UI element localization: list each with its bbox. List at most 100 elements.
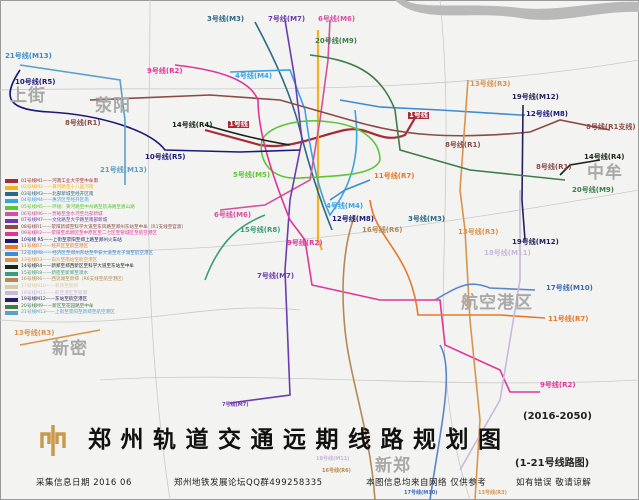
line-21 [19, 64, 126, 185]
line-label: 9号线(R2) [147, 67, 183, 75]
line-label: 14号线(R4) [172, 121, 213, 129]
line-17 [429, 283, 536, 500]
line-label: 11号线(R7) [374, 172, 415, 180]
legend-item: 13号线R3——白沙至南站至航空港区 [5, 257, 210, 264]
line-label: 13号线(R3) [470, 80, 511, 88]
legend-text: 21号线M13——上街至荥阳至新郑至航空港区 [21, 310, 115, 316]
legend-text: 03号线M3——北部新城至经开区南 [21, 191, 94, 197]
line-label: 13号线(R3) [478, 490, 507, 496]
line-label: 1号线 [228, 120, 249, 128]
road [0, 307, 301, 323]
area-label-xinmi: 新密 [52, 339, 88, 359]
line-label: 13号线(R3) [458, 228, 499, 236]
footer-apology: 如有错误 敬请谅解 [516, 478, 592, 488]
line-label: 10号线(R5) [15, 78, 56, 86]
line-19 [521, 104, 526, 241]
legend-text: 16号线R6——西流湖至新郑（R6支线至航空港区） [21, 277, 127, 283]
line-label: 8号线(R1支线) [586, 123, 636, 131]
legend-swatch [5, 199, 18, 204]
area-label-shangjie: 上街 [10, 86, 46, 106]
line-label: 14号线(R4) [584, 153, 625, 161]
legend-swatch [5, 284, 18, 289]
legend-text: 15号线R8——新密至新郑至须水 [21, 270, 89, 276]
area-label-zhongmou: 中牟 [587, 163, 623, 183]
legend-swatch [5, 232, 18, 237]
line-label: 8号线(R1) [445, 141, 481, 149]
legend-text: 02号线M2——黄河路至十八里河南 [21, 185, 94, 191]
line-label: 3号线(M3) [408, 215, 446, 223]
road [0, 59, 639, 91]
line-6 [219, 19, 331, 211]
legend-swatch [5, 225, 18, 230]
line-12 [329, 99, 525, 201]
legend-text: 13号线R3——白沙至南站至航空港区 [21, 257, 98, 263]
line-10 [9, 69, 301, 153]
legend-item: 07号线M7——文化路至大学路至南部新城 [5, 218, 210, 225]
line-label: 1号线 [408, 111, 429, 119]
line-label: 12号线(M8) [332, 215, 374, 223]
legend-swatch [5, 238, 18, 243]
legend-swatch [5, 179, 18, 184]
line-5 [260, 120, 381, 179]
legend-text: 10号线 R5——上街至荥阳至郑上路至郑州火车站 [21, 237, 122, 243]
line-label: 4号线(M4) [326, 202, 364, 210]
line-label: 17号线(M10) [546, 284, 593, 292]
line-label: 9号线(R2) [540, 381, 576, 389]
legend-text: 09号线R2——荥阳至高新区至中原区至二七区至管城区至航空港区 [21, 231, 157, 237]
line-1 [204, 117, 416, 148]
legend-text: 11号线R7——经开区至航空港区 [21, 244, 89, 250]
legend-item: 01号线M1——河南工业大学至中牟南 [5, 178, 210, 185]
legend-swatch [5, 271, 18, 276]
line-label: 10号线(R5) [145, 153, 186, 161]
legend-swatch [5, 291, 18, 296]
legend-text: 01号线M1——河南工业大学至中牟南 [21, 178, 99, 184]
legend-swatch [5, 205, 18, 210]
metro-lines [9, 19, 611, 500]
line-label: 7号线(M7) [268, 15, 306, 23]
line-label: 21号线(M13) [100, 166, 147, 174]
legend-swatch [5, 245, 18, 250]
line-label: 4号线(M4) [235, 72, 273, 80]
line-label: 9号线(R2) [287, 239, 323, 247]
legend-text: 12号线M8——经济区至郑州东站至平安大道至龙子湖至航空港区 [21, 251, 154, 257]
legend-item: 21号线M13——上街至荥阳至新郑至航空港区 [5, 310, 210, 317]
line-label: 3号线(M3) [207, 15, 245, 23]
line-label: 5号线(M5) [233, 171, 271, 179]
line-label: 20号线(M9) [572, 186, 614, 194]
legend-item: 19号线M12——东站至航空港区 [5, 297, 210, 304]
line-14 [204, 124, 601, 176]
line-7 [229, 19, 303, 404]
line-label: 7号线(M7) [222, 402, 249, 408]
legend-item: 15号线R8——新密至新郑至须水 [5, 270, 210, 277]
line-label: 7号线(M7) [257, 272, 295, 280]
line-label: 16号线(R6) [362, 226, 403, 234]
road [99, 376, 639, 384]
line-label: 15号线(R8) [240, 226, 281, 234]
line-label: 16号线(R6) [322, 468, 351, 474]
line-2 [316, 30, 324, 251]
legend-text: 14号线R4——新郑至郑西新区至科学大道至东站至中牟 [21, 264, 135, 270]
legend-swatch [5, 311, 18, 316]
legend-item: 20号线M9——新区至花园路至中牟 [5, 303, 210, 310]
legend-swatch [5, 297, 18, 302]
legend-swatch [5, 185, 18, 190]
legend-item: 11号线R7——经开区至航空港区 [5, 244, 210, 251]
line-8 [89, 94, 611, 137]
legend-item: 18号线M11——航空港区至新郑 [5, 290, 210, 297]
legend-swatch [5, 304, 18, 309]
line-15 [204, 214, 266, 281]
legend-text: 17号线M10——机场至新郑 [21, 284, 78, 290]
line-4 [229, 69, 358, 217]
line-label: 11号线(R7) [548, 315, 589, 323]
legend-swatch [5, 192, 18, 197]
legend-text: 18号线M11——航空港区至新郑 [21, 290, 88, 296]
legend-item: 04号线M4——惠济区至经开区南 [5, 198, 210, 205]
line-label: 18号线(M11) [316, 456, 350, 462]
legend-swatch [5, 278, 18, 283]
legend-item: 06号线M6——贾峪至金水河至北部新城 [5, 211, 210, 218]
legend-text: 08号线R1——荥阳新城至科学大道至东风路至郑州东站至中牟（R1支线至官渡） [21, 224, 187, 230]
yellow-river [395, 0, 639, 20]
